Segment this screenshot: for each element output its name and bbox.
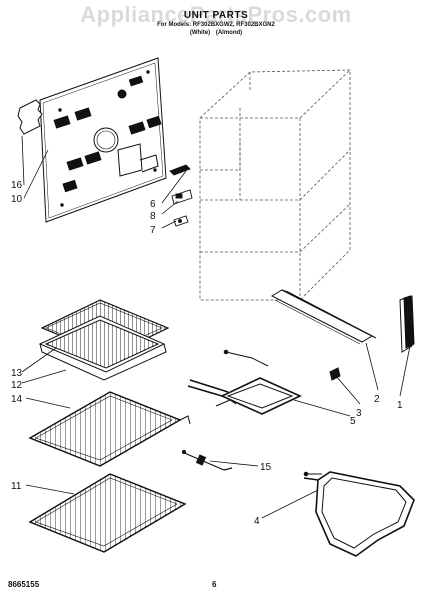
oven-back-panel [39, 57, 167, 223]
callout-15: 14 [11, 394, 23, 405]
callout-labels: 16 10 6 8 7 1 2 3 5 4 15 13 12 14 11 [11, 180, 403, 527]
callout-13: 13 [11, 368, 23, 379]
oven-rack-lower [28, 473, 187, 553]
callout-11: 16 [11, 180, 23, 191]
model-line: For Models: RF302BXGW2, RF302BXGN2 [157, 22, 275, 28]
callout-4: 4 [254, 516, 260, 527]
callout-5: 5 [350, 416, 356, 427]
broil-element [303, 471, 415, 557]
broiler-pan [38, 299, 170, 381]
callout-leader-lines [21, 135, 411, 519]
storage-drawer-parts [270, 289, 415, 381]
bake-element [187, 349, 302, 415]
callout-12: 12 [11, 380, 23, 391]
page-number: 6 [212, 580, 217, 589]
broil-igniter-bracket [169, 164, 193, 227]
callout-7: 7 [150, 225, 156, 236]
insulation-piece [17, 99, 43, 135]
range-cabinet-outline [199, 69, 351, 301]
callout-10: 10 [11, 194, 23, 205]
colors-line: (White) (Almond) [189, 30, 243, 36]
callout-14: 11 [11, 481, 22, 492]
callout-8: 8 [150, 211, 156, 222]
diagram-title: UNIT PARTS [183, 10, 249, 21]
callout-3: 3 [356, 408, 362, 419]
oven-rack-upper [28, 391, 191, 467]
oven-temperature-sensor [181, 449, 233, 471]
callout-16: 15 [260, 462, 272, 473]
callout-1: 1 [397, 400, 403, 411]
callout-2: 2 [374, 394, 380, 405]
callout-6: 6 [150, 199, 156, 210]
document-number: 8665155 [8, 580, 40, 589]
